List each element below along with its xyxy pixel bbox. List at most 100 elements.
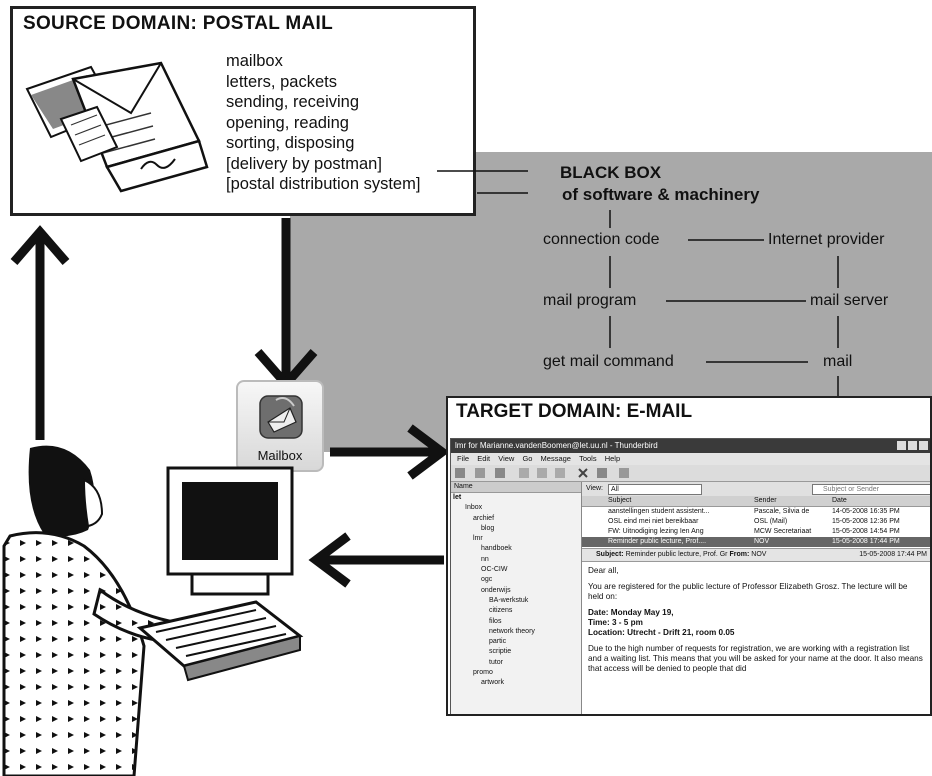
menu-edit[interactable]: Edit [477,454,491,463]
node-connection-code: connection code [543,231,660,248]
menu-tools[interactable]: Tools [579,454,597,463]
preview-subject: Reminder public lecture, Prof. Gr [625,551,728,558]
thunderbird-titlebar: lmr for Marianne.vandenBoomen@let.uu.nl … [451,439,930,453]
source-domain-title: SOURCE DOMAIN: POSTAL MAIL [23,13,334,34]
message-date: 15-05-2008 17:44 PM [832,538,900,545]
view-select[interactable]: All [608,484,702,495]
folder-list: let Inbox archief blog lmr handboek nn O… [451,493,581,689]
folder-item[interactable]: artwork [481,679,504,687]
preview-location-line: Location: Utrecht - Drift 21, room 0.05 [588,628,735,637]
right-arrow-head [407,424,450,480]
menu-help[interactable]: Help [604,454,621,463]
preview-paragraph: Due to the high number of requests for r… [588,644,923,673]
message-list-header: Subject Sender Date [582,496,930,507]
folder-item[interactable]: Inbox [465,504,483,512]
message-row[interactable]: OSL eind mei niet bereikbaar OSL (Mail) … [582,517,930,527]
message-date: 15-05-2008 12:36 PM [832,518,900,525]
message-subject: aanstellingen student assistent... [608,508,710,515]
black-box-title: BLACK BOX of software & machinery [560,162,759,206]
column-sender[interactable]: Sender [754,497,777,504]
preview-from: NOV [751,551,767,558]
source-item: [delivery by postman] [226,154,382,173]
folder-item[interactable]: BA-werkstuk [489,596,529,604]
person-at-computer-illustration [2,445,304,776]
column-date[interactable]: Date [832,497,847,504]
message-date: 14-05-2008 16:35 PM [832,508,900,515]
source-item: sorting, disposing [226,134,355,152]
source-item: letters, packets [226,72,337,91]
message-pane: View: All Subject or Sender Subject Send… [582,482,930,714]
folder-item[interactable]: let [453,494,462,501]
menu-view[interactable]: View [498,454,515,463]
envelope-icon [259,395,303,439]
folder-item[interactable]: citizens [489,607,513,615]
preview-paragraph: You are registered for the public lectur… [588,582,908,601]
preview-date: 15-05-2008 17:44 PM [859,551,927,558]
folder-item[interactable]: partic [489,638,507,646]
node-mail-program: mail program [543,292,637,309]
message-subject: OSL eind mei niet bereikbaar [608,518,699,525]
view-label: View: [586,485,603,492]
folder-pane: Name let Inbox archief blog lmr handboek… [451,482,582,714]
column-subject[interactable]: Subject [608,497,632,504]
close-icon[interactable] [919,441,928,450]
folder-item[interactable]: handboek [481,545,512,553]
minimize-icon[interactable] [897,441,906,450]
folder-item[interactable]: filos [489,617,502,625]
message-date: 15-05-2008 14:54 PM [832,528,900,535]
up-arrow-head [10,225,70,265]
target-domain-title: TARGET DOMAIN: E-MAIL [456,401,693,422]
source-item: mailbox [226,52,283,70]
node-get-mail-command: get mail command [543,353,674,370]
message-subject: Reminder public lecture, Prof.... [608,538,707,545]
toolbar [451,465,930,482]
folder-item[interactable]: onderwijs [481,586,511,594]
black-box-title-line2: of software & machinery [562,185,760,204]
preview-header: Subject: Reminder public lecture, Prof. … [582,548,930,562]
view-bar: View: All Subject or Sender [582,482,930,497]
message-row-selected[interactable]: Reminder public lecture, Prof.... NOV 15… [582,537,930,547]
folder-item[interactable]: nn [481,555,489,563]
window-title: lmr for Marianne.vandenBoomen@let.uu.nl … [455,441,658,450]
folder-item[interactable]: archief [473,514,495,522]
message-sender: Pascale, Silvia de [754,508,810,515]
preview-date-line: Date: Monday May 19, [588,608,674,617]
maximize-icon[interactable] [908,441,917,450]
folder-item[interactable]: scriptie [489,648,512,656]
preview-body: Dear all, You are registered for the pub… [588,566,924,680]
black-box-title-line1: BLACK BOX [560,163,662,182]
preview-time-line: Time: 3 - 5 pm [588,618,643,627]
node-internet-provider: Internet provider [768,231,885,248]
source-domain-box: SOURCE DOMAIN: POSTAL MAIL mailbox lette… [10,6,476,216]
folder-item[interactable]: OC-CIW [481,566,508,574]
mailbox-label: Mailbox [257,448,303,463]
preview-greeting: Dear all, [588,566,619,575]
menu-message[interactable]: Message [540,454,571,463]
search-input[interactable]: Subject or Sender [812,484,930,495]
message-row[interactable]: aanstellingen student assistent... Pasca… [582,507,930,517]
folder-pane-header: Name [451,482,581,493]
message-sender: MCW Secretariaat [754,528,812,535]
source-item: sending, receiving [226,93,359,111]
menu-bar: File Edit View Go Message Tools Help [451,453,930,465]
preview-from-label: From: [729,551,750,558]
source-item: opening, reading [226,113,349,132]
menu-file[interactable]: File [457,454,470,463]
menu-go[interactable]: Go [522,454,533,463]
folder-item[interactable]: promo [473,669,493,677]
letters-icon [25,61,209,193]
folder-item[interactable]: blog [481,524,495,532]
node-mail-server: mail server [810,292,889,309]
thunderbird-window: lmr for Marianne.vandenBoomen@let.uu.nl … [450,438,930,714]
folder-item[interactable]: tutor [489,658,504,666]
mailbox-app-icon[interactable]: Mailbox [236,380,324,472]
message-row[interactable]: FW: Uitnodiging lezing Ien Ang MCW Secre… [582,527,930,537]
left-arrow-head [308,532,351,588]
message-sender: NOV [754,538,770,545]
folder-item[interactable]: ogc [481,576,493,584]
folder-item[interactable]: network theory [489,627,535,635]
node-mail: mail [823,353,853,370]
folder-item[interactable]: lmr [473,535,483,543]
preview-subject-label: Subject: [596,551,624,558]
